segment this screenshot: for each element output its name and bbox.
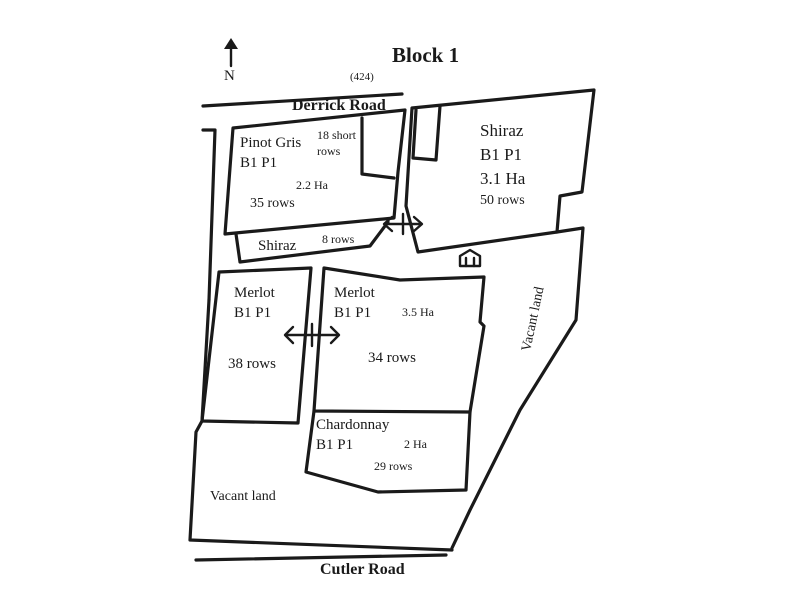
pinot-gris-area: 2.2 Ha — [296, 178, 329, 192]
plot-shiraz — [404, 88, 596, 254]
merlot-main-code: B1 P1 — [334, 305, 371, 321]
plot-shiraz-strip — [234, 220, 390, 264]
merlot-main-rows: 34 rows — [368, 350, 416, 366]
connector-merlot-icon — [283, 322, 341, 348]
vacant-land-south-label: Vacant land — [210, 489, 276, 504]
merlot-left-variety: Merlot — [234, 285, 276, 301]
merlot-main-variety: Merlot — [334, 285, 376, 301]
plot-chardonnay — [304, 409, 472, 494]
house-icon — [458, 248, 482, 268]
pinot-gris-note-line1: 18 short — [317, 128, 357, 142]
chardonnay-variety: Chardonnay — [316, 417, 390, 433]
shiraz-variety: Shiraz — [480, 121, 524, 140]
derrick-road-label: Derrick Road — [292, 97, 386, 114]
shiraz-strip-variety: Shiraz — [258, 238, 297, 254]
road-number: (424) — [350, 71, 374, 83]
plot-pinot-gris — [223, 108, 407, 236]
short-rows-inset — [360, 116, 396, 180]
connector-top-icon — [382, 212, 424, 236]
pinot-gris-note-line2: rows — [317, 144, 341, 158]
merlot-left-rows: 38 rows — [228, 356, 276, 372]
pinot-gris-code: B1 P1 — [240, 155, 277, 171]
south-west-boundary-line — [188, 298, 454, 552]
chardonnay-area: 2 Ha — [404, 437, 428, 451]
pinot-gris-variety: Pinot Gris — [240, 135, 301, 151]
cutler-road-line — [194, 553, 448, 562]
north-label: N — [224, 68, 235, 84]
shiraz-strip-rows: 8 rows — [322, 232, 355, 246]
east-boundary-line — [450, 226, 585, 550]
map-title: Block 1 — [392, 43, 459, 67]
merlot-left-code: B1 P1 — [234, 305, 271, 321]
vacant-land-east-label: Vacant land — [519, 285, 547, 352]
plot-merlot-main — [312, 266, 486, 414]
west-boundary-line — [201, 128, 217, 302]
shiraz-code: B1 P1 — [480, 145, 522, 164]
shiraz-area: 3.1 Ha — [480, 169, 526, 188]
chardonnay-rows: 29 rows — [374, 459, 413, 473]
shiraz-inset — [411, 104, 442, 162]
shiraz-rows: 50 rows — [480, 193, 525, 208]
cutler-road-label: Cutler Road — [320, 561, 405, 578]
derrick-road-line — [201, 92, 404, 108]
plot-merlot-left — [200, 266, 313, 425]
merlot-main-area: 3.5 Ha — [402, 305, 435, 319]
north-arrow-icon — [224, 38, 238, 68]
chardonnay-code: B1 P1 — [316, 437, 353, 453]
pinot-gris-rows: 35 rows — [250, 196, 295, 211]
